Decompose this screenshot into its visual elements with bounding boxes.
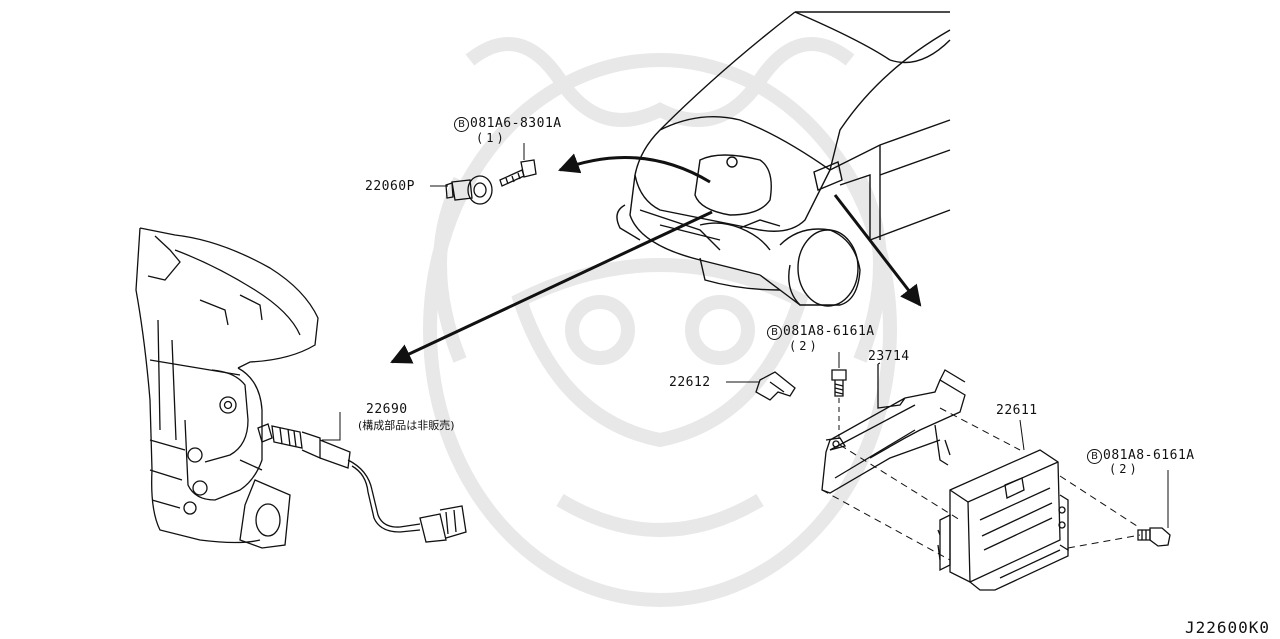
bolt-ecm-badge: B xyxy=(1087,449,1102,464)
bolt-ecm-part-number[interactable]: 081A8-6161A xyxy=(1103,448,1195,463)
knock-sensor-drawing xyxy=(445,143,537,205)
vehicle-front xyxy=(616,11,951,307)
clip-drawing xyxy=(726,371,796,401)
bolt-bracket-part-number[interactable]: 081A8-6161A xyxy=(783,324,875,339)
bolt-sensor-a-badge: B xyxy=(454,117,469,132)
watermark-emblem xyxy=(423,37,897,607)
leader-lines xyxy=(322,185,1025,451)
assembly-dashed-lines xyxy=(821,407,1141,561)
bracket-part-number[interactable]: 23714 xyxy=(868,349,910,364)
bolt-sensor-a-quantity: (1) xyxy=(476,131,507,145)
ecm-bolt-drawing xyxy=(1137,470,1171,547)
exhaust-manifold-drawing xyxy=(135,227,319,549)
ecm-part-number[interactable]: 22611 xyxy=(996,403,1038,418)
ecm-drawing xyxy=(937,449,1069,591)
diagram-code: J22600K0 xyxy=(1184,618,1270,637)
bracket-bolt-drawing xyxy=(831,352,847,440)
bolt-sensor-a-part-number[interactable]: 081A6-8301A xyxy=(470,116,562,131)
knock-sensor-part-number[interactable]: 22060P xyxy=(365,179,415,194)
bolt-bracket-quantity: (2) xyxy=(789,339,820,353)
oxygen-sensor-drawing xyxy=(257,423,467,543)
oxygen-sensor-part-number[interactable]: 22690 xyxy=(366,402,408,417)
bolt-ecm-quantity: (2) xyxy=(1109,462,1140,476)
clip-part-number[interactable]: 22612 xyxy=(669,375,711,390)
pointer-arrows xyxy=(390,153,922,364)
oxygen-sensor-note: (構成部品は非販売) xyxy=(358,419,455,432)
bolt-bracket-badge: B xyxy=(767,325,782,340)
bracket-drawing xyxy=(821,364,966,494)
